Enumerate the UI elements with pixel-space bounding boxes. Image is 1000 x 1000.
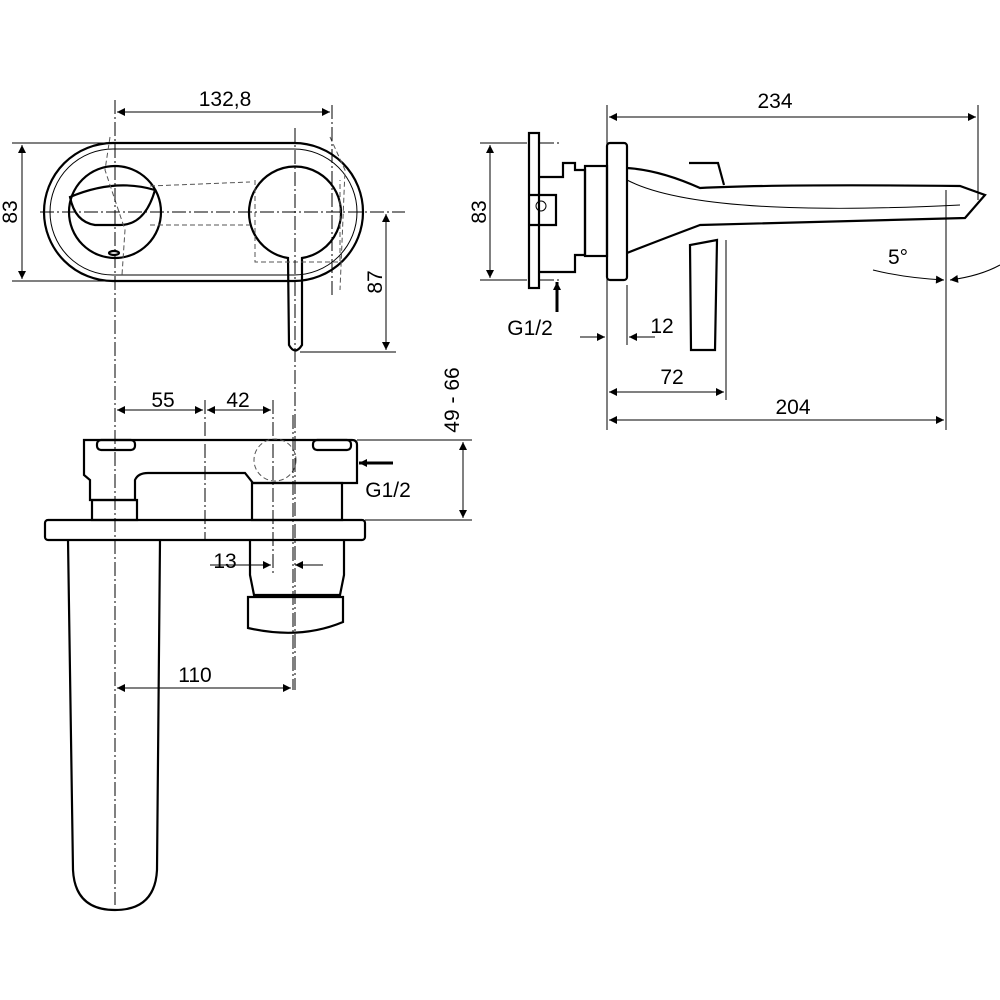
mounting-flange	[527, 131, 541, 290]
dim-label: 72	[660, 366, 683, 389]
hidden-inlet	[253, 438, 297, 482]
dim-label: 110	[178, 664, 211, 687]
hidden-body	[104, 136, 346, 291]
wall-plate-side	[605, 141, 629, 282]
dim-label: 12	[650, 315, 673, 338]
spout-top	[66, 539, 162, 912]
dim-label: 132,8	[199, 88, 252, 111]
top-view: 55 42 49 - 66 G1/2 13 110	[43, 367, 472, 912]
valve-body-top	[82, 438, 359, 502]
diverter-slot	[68, 184, 157, 227]
dim-label: 83	[468, 200, 491, 223]
dim-label: 55	[151, 389, 174, 412]
dim-label: 13	[213, 550, 236, 573]
spout-side	[626, 166, 987, 255]
front-view: 132,8 83 87	[0, 88, 405, 905]
cartridge	[583, 164, 609, 258]
dim-label: 204	[775, 396, 810, 419]
dim-label: 49 - 66	[441, 367, 464, 432]
side-view: 234 83 G1/2 12 72 204 5°	[468, 90, 1000, 430]
inlet-label: G1/2	[365, 479, 411, 502]
lever-top	[246, 540, 346, 634]
indicator-dot	[107, 249, 121, 257]
fitting	[250, 481, 344, 522]
dim-label: 83	[0, 200, 22, 223]
spout-edge	[626, 179, 961, 209]
slot	[95, 438, 137, 452]
mixer-lever	[247, 165, 343, 352]
inlet-label: G1/2	[507, 317, 553, 340]
screw-icon	[535, 200, 547, 212]
valve-body	[530, 161, 587, 274]
dim-label: 87	[364, 270, 387, 293]
dim-label: 234	[757, 90, 792, 113]
wall-plate-outline	[42, 141, 365, 283]
lever-side	[688, 161, 726, 352]
dim-label: 5°	[888, 246, 908, 269]
angle-arc	[949, 264, 1000, 283]
dim-label: 42	[226, 389, 249, 412]
angle-arc	[872, 269, 945, 284]
slot	[311, 438, 353, 452]
